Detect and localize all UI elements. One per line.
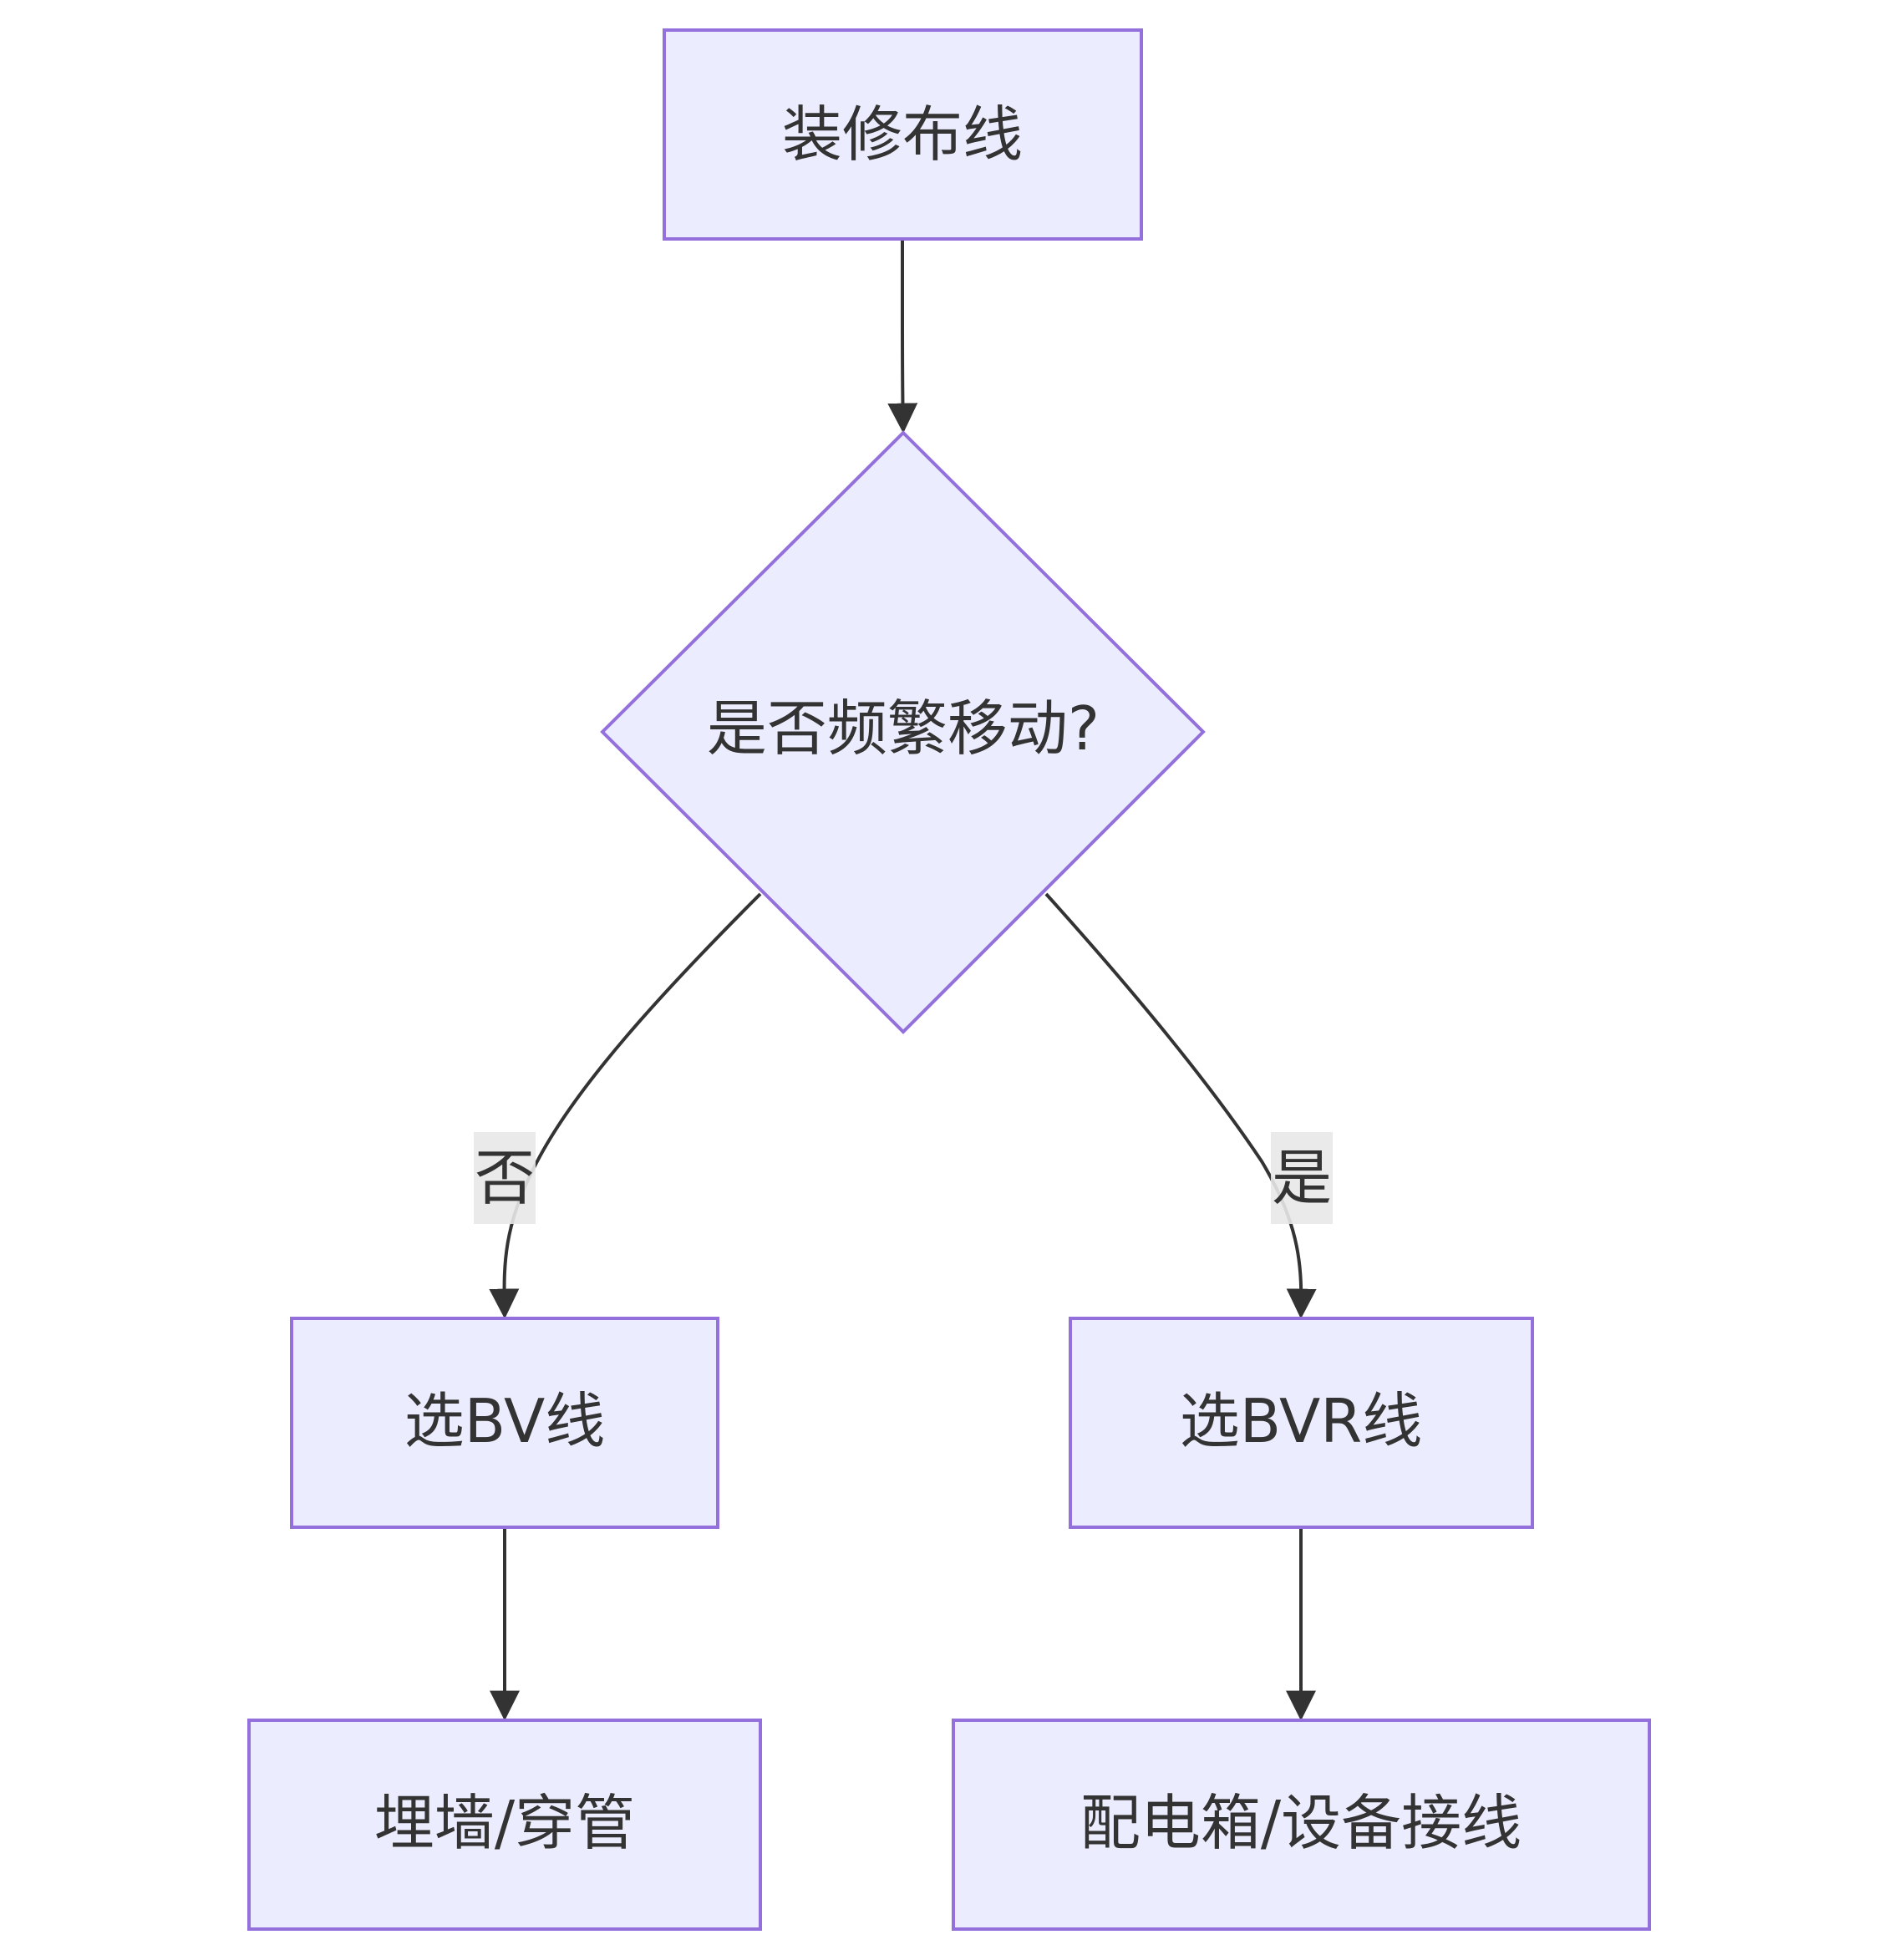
- node-bvr-box: [1069, 1317, 1534, 1529]
- edge-decision-to-bv: [489, 892, 762, 1319]
- node-bvr: 选BVR线: [1069, 1317, 1534, 1529]
- edge-label-yes-text: 是: [1272, 1143, 1332, 1213]
- node-bv: 选BV线: [290, 1317, 719, 1529]
- node-bv-box: [290, 1317, 719, 1529]
- node-decision: 是否频繁移动?: [600, 430, 1206, 1034]
- edges: [489, 241, 1317, 1721]
- node-bv-label: 选BV线: [404, 1386, 605, 1456]
- node-start: 装修布线: [663, 28, 1143, 241]
- node-wall-label: 埋墙/穿管: [374, 1788, 635, 1858]
- node-wall: 埋墙/穿管: [247, 1719, 762, 1931]
- node-start-label: 装修布线: [782, 99, 1023, 170]
- edge-label-yes: 是: [1271, 1132, 1333, 1224]
- node-start-box: [663, 28, 1143, 241]
- node-bvr-label: 选BVR线: [1180, 1386, 1422, 1456]
- edge-label-no-background: [474, 1132, 536, 1224]
- node-wall-box: [247, 1719, 762, 1931]
- edge-label-yes-background: [1271, 1132, 1333, 1224]
- edge-start-to-decision: [887, 241, 918, 434]
- node-box-box: [952, 1719, 1651, 1931]
- node-decision-label: 是否频繁移动?: [707, 693, 1100, 764]
- edge-decision-to-bvr: [1044, 892, 1317, 1319]
- edge-label-no-text: 否: [475, 1143, 535, 1213]
- node-box: 配电箱/设备接线: [952, 1719, 1651, 1931]
- node-decision-diamond: [600, 430, 1206, 1034]
- edge-label-no: 否: [474, 1132, 536, 1224]
- node-box-label: 配电箱/设备接线: [1080, 1788, 1522, 1858]
